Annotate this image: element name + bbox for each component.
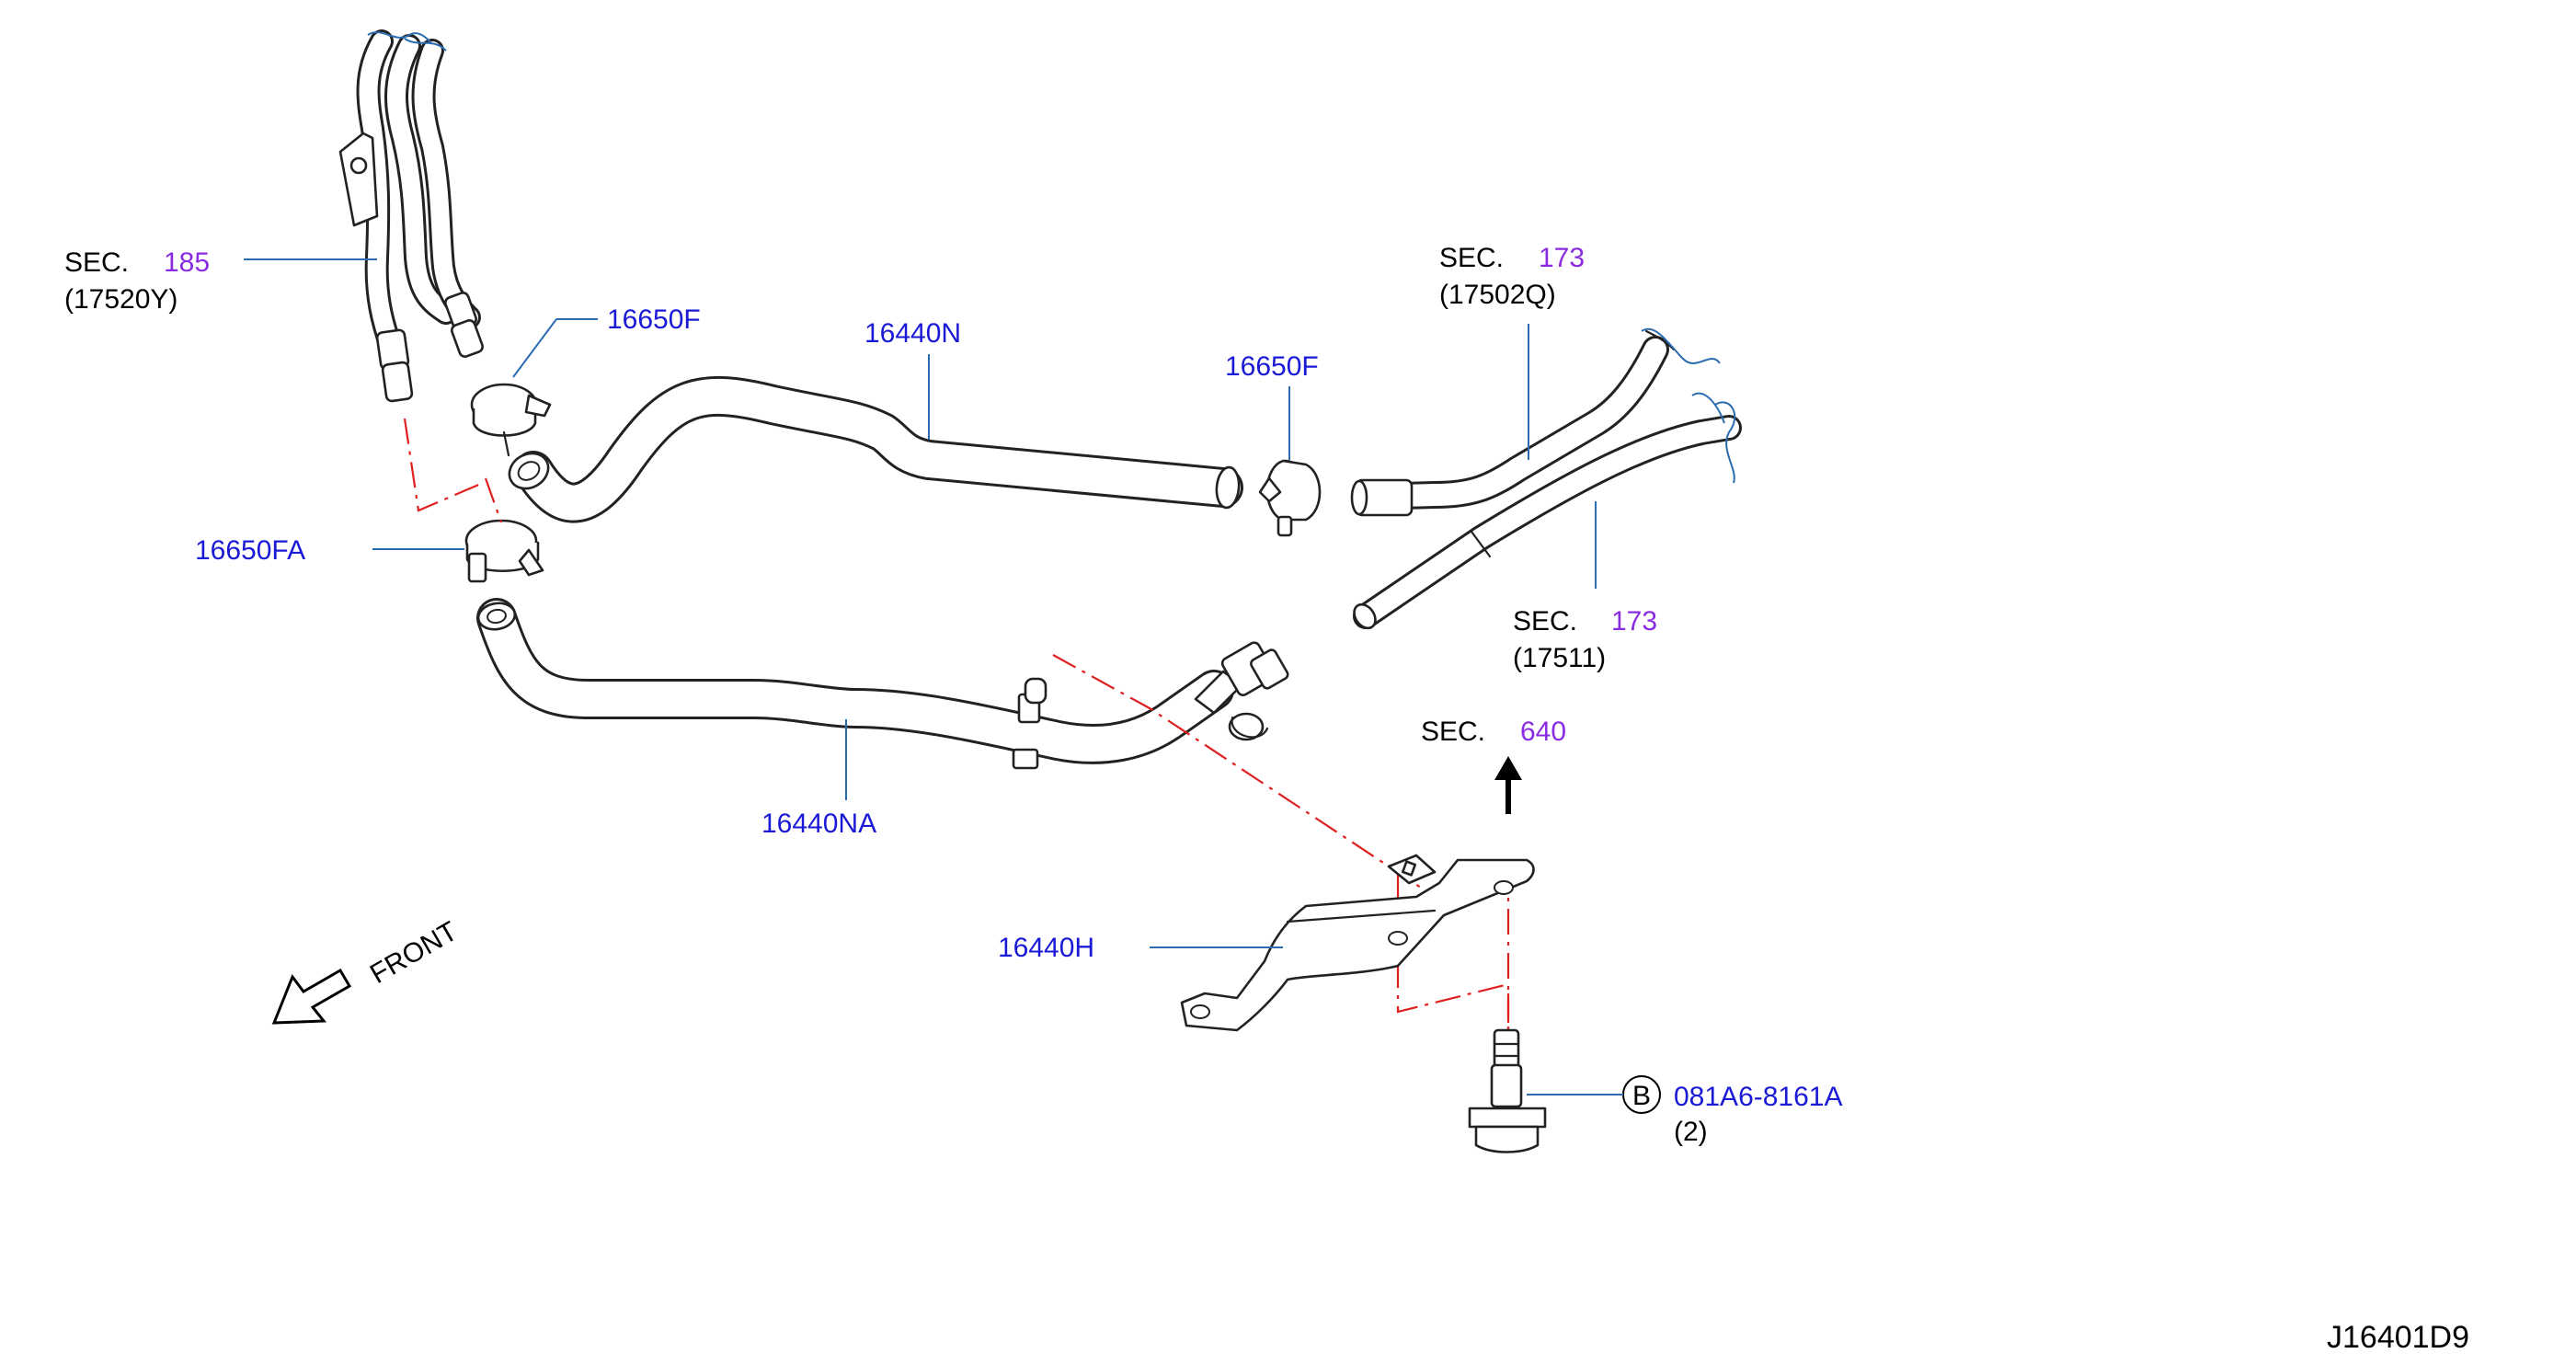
bracket-16440H (1180, 854, 1535, 1032)
sec-640-ref: 640 (1520, 717, 1566, 747)
clamp-16650F-right-callout: 16650F (1225, 351, 1319, 460)
hose-16440NA-label: 16440NA (761, 809, 876, 839)
sec-185-fuel-pipes (338, 29, 484, 403)
sec-173-lower-prefix: SEC. (1513, 606, 1577, 637)
sec-173-fuel-pipes (1350, 327, 1742, 630)
clamp-16650F-left (470, 383, 552, 457)
clamp-16650FA-callout: 16650FA (195, 535, 464, 566)
clamp-16650F-left-label: 16650F (607, 304, 701, 335)
sec-185-callout: SEC. 185 (17520Y) (64, 247, 377, 315)
sec-173-lower-subref: (17511) (1513, 643, 1606, 673)
clamp-16650FA-label: 16650FA (195, 535, 305, 566)
sec-173-lower-ref: 173 (1611, 606, 1657, 637)
bolt-part-label: 081A6-8161A (1674, 1082, 1843, 1112)
hose-16440N (508, 375, 1243, 523)
bracket-16440H-label: 16440H (998, 933, 1094, 963)
hose-16440N-label: 16440N (864, 318, 961, 349)
sec-173-lower-callout: SEC. 173 (17511) (1513, 501, 1657, 673)
front-direction-indicator: FRONT (271, 916, 463, 1025)
front-arrow-icon (271, 968, 352, 1025)
arrow-up-icon (1494, 756, 1522, 780)
hose-16440NA-callout: 16440NA (761, 719, 876, 839)
clamp-16650FA (464, 519, 544, 583)
sec-185-prefix: SEC. (64, 247, 129, 278)
front-label: FRONT (365, 916, 463, 990)
hose-16440N-callout: 16440N (864, 318, 961, 440)
sec-173-upper-prefix: SEC. (1439, 243, 1504, 273)
bolt-qty-label: (2) (1674, 1117, 1708, 1147)
sec-640-callout: SEC. 640 (1421, 717, 1566, 814)
diagram-code: J16401D9 (2327, 1320, 2469, 1355)
clamp-16650F-right-label: 16650F (1225, 351, 1319, 382)
sec-640-prefix: SEC. (1421, 717, 1485, 747)
bolt (1468, 1028, 1547, 1153)
bracket-16440H-callout: 16440H (998, 933, 1283, 963)
sec-185-ref: 185 (164, 247, 210, 278)
clamp-16650F-left-callout: 16650F (512, 304, 701, 378)
sec-173-upper-subref: (17502Q) (1439, 280, 1556, 310)
sec-185-subref: (17520Y) (64, 284, 177, 315)
sec-173-upper-ref: 173 (1539, 243, 1585, 273)
bolt-callout: B 081A6-8161A (2) (1527, 1075, 1843, 1147)
sec-173-upper-callout: SEC. 173 (17502Q) (1439, 243, 1585, 460)
bolt-badge-letter: B (1632, 1081, 1651, 1111)
hose-16440NA (476, 598, 1289, 770)
clamp-16650F-right (1258, 459, 1322, 537)
